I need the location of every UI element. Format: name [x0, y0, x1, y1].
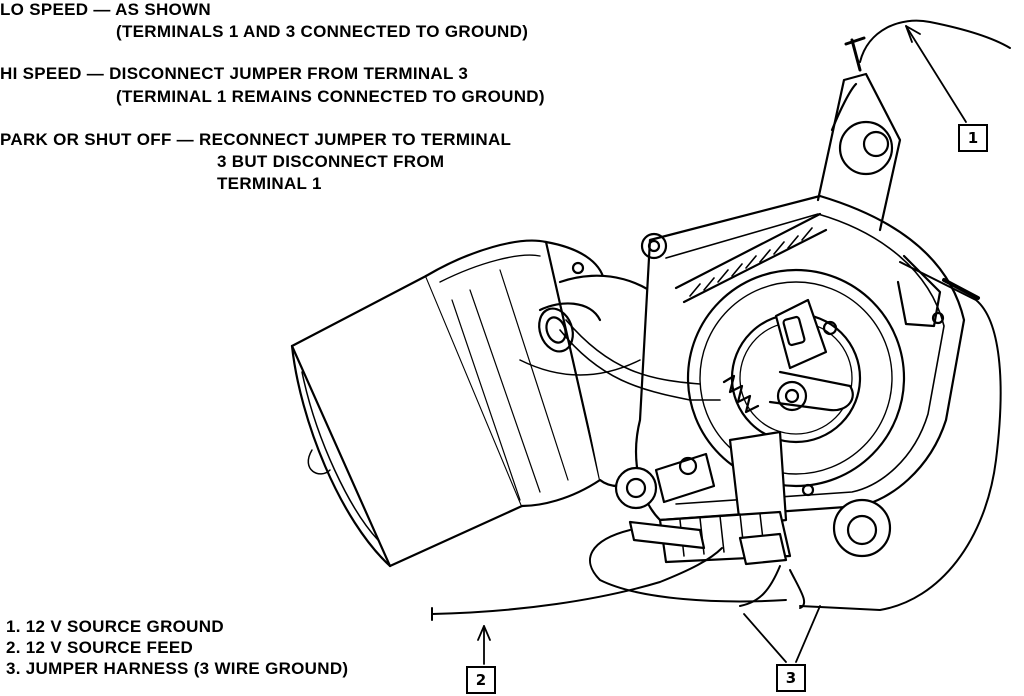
callout-2: 2: [466, 666, 496, 694]
lo-speed-detail: (TERMINALS 1 AND 3 CONNECTED TO GROUND): [116, 22, 529, 41]
lo-speed-title: LO SPEED — AS SHOWN: [0, 0, 211, 19]
motor-housing: [290, 239, 692, 568]
gear-housing: [614, 72, 966, 558]
park-line-2: 3 BUT DISCONNECT FROM: [217, 152, 445, 171]
hi-speed-title: HI SPEED — DISCONNECT JUMPER FROM TERMIN…: [0, 64, 469, 83]
leader-lines: [477, 25, 967, 665]
park-line-1: PARK OR SHUT OFF — RECONNECT JUMPER TO T…: [0, 130, 512, 149]
jumper-wires: [431, 19, 1011, 621]
callout-3: 3: [776, 664, 806, 692]
park-line-3: TERMINAL 1: [217, 174, 322, 193]
hi-speed-detail: (TERMINAL 1 REMAINS CONNECTED TO GROUND): [116, 87, 545, 106]
legend-item-3: 3. JUMPER HARNESS (3 WIRE GROUND): [6, 659, 349, 678]
terminal-block: [628, 430, 792, 566]
callout-1: 1: [958, 124, 988, 152]
legend-item-1: 1. 12 V SOURCE GROUND: [6, 617, 224, 636]
legend-item-2: 2. 12 V SOURCE FEED: [6, 638, 194, 657]
